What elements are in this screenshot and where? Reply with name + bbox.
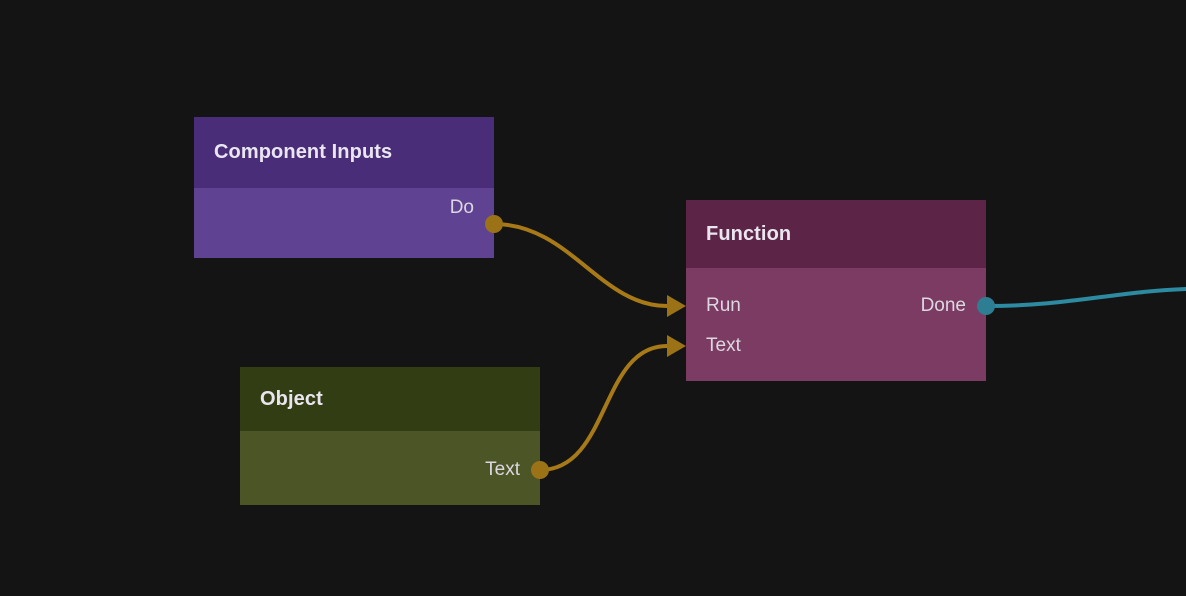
output-port-row-do[interactable]: Do [450,195,474,221]
node-object[interactable]: Object Text [240,367,540,505]
node-header-object[interactable]: Object [240,367,540,431]
node-title-component-inputs: Component Inputs [214,141,393,163]
output-port-dot-object-text[interactable] [531,461,549,479]
input-port-arrow-run[interactable] [667,295,686,317]
wire-object-text-to-function-text[interactable] [538,344,669,472]
node-component-inputs[interactable]: Component Inputs Do [194,117,494,258]
wire-do-to-run[interactable] [492,222,669,308]
output-port-row-object-text[interactable]: Text [485,457,520,483]
output-port-label-object-text: Text [485,459,520,480]
output-port-label-done: Done [920,295,966,316]
node-body-component-inputs: Do [194,188,494,258]
input-port-arrow-text[interactable] [667,335,686,357]
node-function[interactable]: Function Run Text Done [686,200,986,381]
output-port-dot-do[interactable] [485,215,503,233]
node-header-function[interactable]: Function [686,200,986,268]
node-title-object: Object [260,387,323,410]
input-port-label-run: Run [706,295,741,316]
input-port-row-run[interactable]: Run [706,293,741,319]
node-header-component-inputs[interactable]: Component Inputs [194,117,494,188]
node-body-object: Text [240,431,540,505]
node-title-function: Function [706,222,792,245]
output-port-row-done[interactable]: Done [921,293,966,319]
wire-done-output[interactable] [984,287,1186,308]
output-port-dot-done[interactable] [977,297,995,315]
node-body-function: Run Text Done [686,268,986,381]
output-port-label-do: Do [449,197,474,218]
input-port-row-text[interactable]: Text [706,333,741,359]
input-port-label-text: Text [706,335,741,356]
